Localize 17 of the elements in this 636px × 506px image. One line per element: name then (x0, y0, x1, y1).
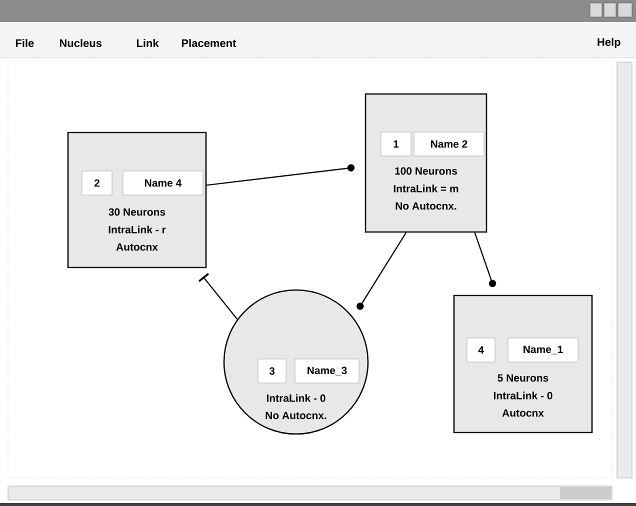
connector (356, 232, 407, 310)
value-field: Name 4 (122, 170, 204, 196)
connector (198, 272, 238, 320)
connector (474, 232, 496, 288)
menu-item: Link (136, 39, 159, 47)
value-field: Name_3 (294, 358, 360, 384)
value-field: 3 (258, 358, 286, 384)
menu-item: Help (598, 38, 620, 48)
value-field: 2 (82, 170, 112, 196)
connector (206, 164, 355, 186)
value-field: Name_1 (508, 338, 578, 362)
value-field: 1 (380, 132, 412, 156)
value-field: 4 (466, 338, 496, 362)
value-field: Name 2 (414, 132, 484, 156)
menu-item: Placement (182, 38, 236, 48)
menu-item: Nucleus (60, 38, 102, 48)
menu-item: File (16, 38, 34, 48)
